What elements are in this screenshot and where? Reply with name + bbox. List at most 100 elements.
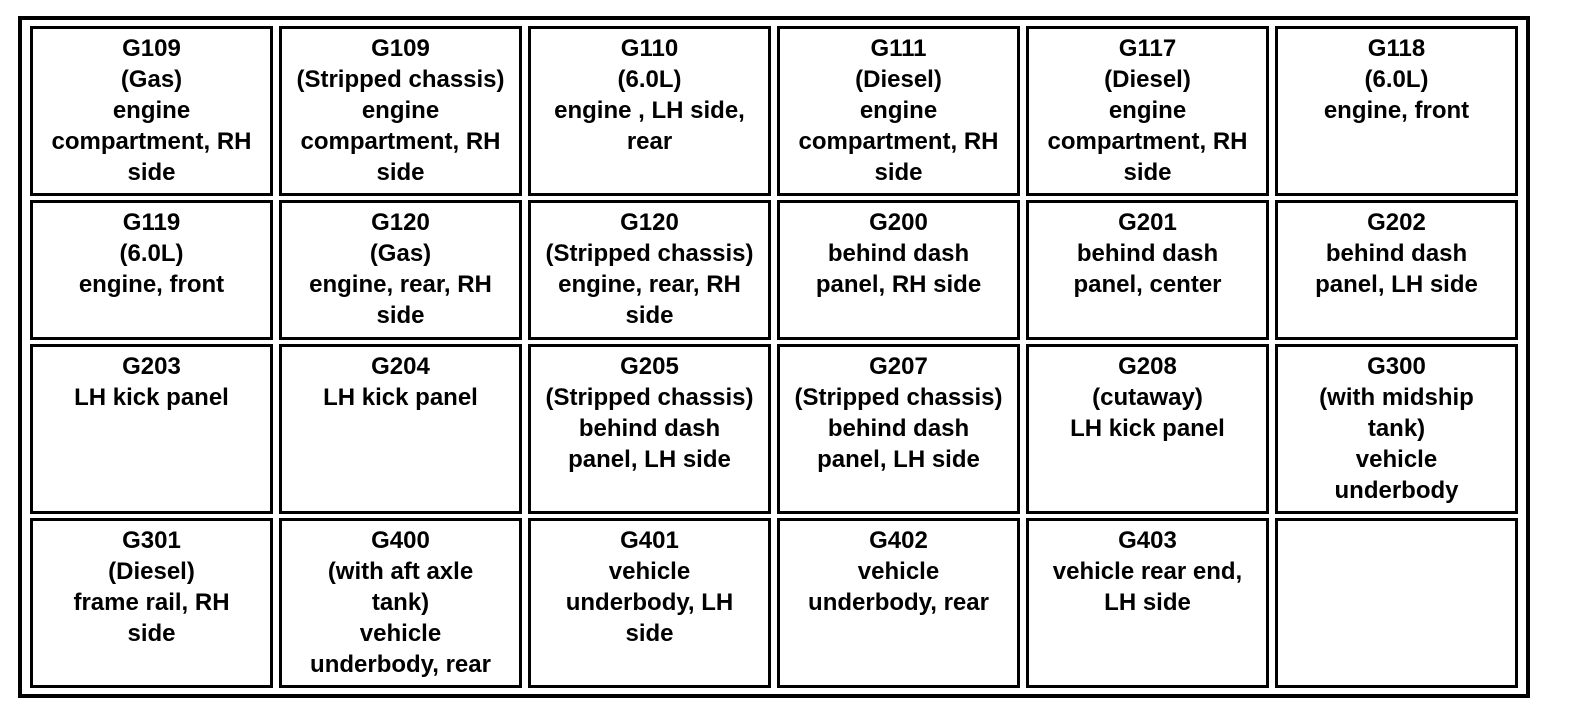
ground-location-text: LH kick panel <box>1070 414 1225 442</box>
ground-id: G120 <box>371 209 430 237</box>
ground-location-text: behind dash <box>827 240 970 268</box>
ground-location-text: panel, LH side <box>1315 271 1478 299</box>
ground-location-text: behind dash <box>1325 240 1468 268</box>
ground-location-cell: G203 LH kick panel <box>30 343 273 514</box>
ground-id: G403 <box>1118 526 1177 554</box>
ground-location-text: (cutaway) <box>1092 383 1203 411</box>
ground-location-text: underbody <box>1334 476 1459 504</box>
ground-location-text: behind dash <box>827 414 970 442</box>
ground-location-text: (Stripped chassis) <box>296 66 505 93</box>
ground-location-text: side <box>376 302 425 330</box>
ground-location-text: engine <box>361 97 440 124</box>
ground-location-text: underbody, LH <box>565 588 734 616</box>
ground-location-text: engine <box>112 97 191 124</box>
table-row: G301 (Diesel) frame rail, RH side G400 (with … <box>30 517 1518 688</box>
ground-location-text: engine, rear, RH <box>309 271 492 299</box>
ground-location-text: panel, LH side <box>568 445 731 473</box>
ground-location-text: (6.0L) <box>617 66 682 93</box>
ground-location-text: vehicle <box>608 557 691 585</box>
ground-location-text: side <box>1123 159 1172 186</box>
ground-location-cell: G120 (Stripped chassis) engine, rear, RH si… <box>528 200 771 340</box>
ground-location-cell: G207 (Stripped chassis) behind dash panel, … <box>777 343 1020 514</box>
ground-location-text: tank) <box>1367 414 1426 442</box>
ground-location-text: LH kick panel <box>74 383 229 411</box>
ground-location-text: (Stripped chassis) <box>794 383 1003 411</box>
ground-location-text: vehicle <box>1355 445 1438 473</box>
ground-location-text: compartment, RH <box>798 128 999 155</box>
ground-location-text: compartment, RH <box>300 128 501 155</box>
ground-location-cell: G205 (Stripped chassis) behind dash panel, … <box>528 343 771 514</box>
ground-location-text: engine <box>859 97 938 124</box>
ground-location-cell: G200 behind dash panel, RH side <box>777 200 1020 340</box>
ground-location-text: side <box>376 159 425 186</box>
ground-id: G203 <box>122 352 181 380</box>
ground-id: G207 <box>869 352 928 380</box>
ground-location-text: panel, LH side <box>817 445 980 473</box>
ground-id: G117 <box>1118 35 1177 62</box>
ground-location-text: behind dash <box>578 414 721 442</box>
ground-location-text: vehicle rear end, <box>1052 557 1243 585</box>
ground-id: G208 <box>1118 352 1177 380</box>
ground-location-text: LH kick panel <box>323 383 478 411</box>
ground-id: G119 <box>122 209 181 237</box>
ground-location-cell: G208 (cutaway) LH kick panel <box>1026 343 1269 514</box>
ground-location-text: engine <box>1108 97 1187 124</box>
ground-location-text: side <box>625 302 674 330</box>
ground-id: G201 <box>1118 209 1177 237</box>
ground-location-cell: G119 (6.0L) engine, front <box>30 200 273 340</box>
ground-id: G111 <box>870 35 927 62</box>
ground-location-text: rear <box>626 128 673 155</box>
ground-id: G204 <box>371 352 430 380</box>
ground-location-text: (Stripped chassis) <box>545 240 754 268</box>
ground-id: G200 <box>869 209 928 237</box>
ground-location-text: behind dash <box>1076 240 1219 268</box>
ground-id: G400 <box>371 526 430 554</box>
ground-location-text: side <box>127 159 176 186</box>
ground-location-text: engine, rear, RH <box>558 271 741 299</box>
ground-location-text: compartment, RH <box>1047 128 1248 155</box>
ground-location-cell: G400 (with aft axle tank) vehicle underbody,… <box>279 517 522 688</box>
ground-location-text: engine , LH side, <box>554 97 745 124</box>
ground-location-text: vehicle <box>359 619 442 647</box>
ground-id: G205 <box>620 352 679 380</box>
ground-id: G402 <box>869 526 928 554</box>
ground-id: G118 <box>1367 35 1426 62</box>
ground-location-text: engine, front <box>78 271 225 299</box>
ground-location-cell: G117 (Diesel) engine compartment, RH side <box>1026 26 1269 197</box>
ground-location-text: (with aft axle <box>327 557 474 585</box>
ground-location-cell: G401 vehicle underbody, LH side <box>528 517 771 688</box>
ground-id: G401 <box>620 526 679 554</box>
ground-id: G120 <box>620 209 679 237</box>
ground-location-text: (6.0L) <box>119 240 184 268</box>
empty-cell <box>1275 517 1518 688</box>
ground-location-text: vehicle <box>857 557 940 585</box>
ground-location-text: (Diesel) <box>1104 66 1191 93</box>
ground-id: G301 <box>122 526 181 554</box>
ground-location-text: LH side <box>1104 588 1191 616</box>
ground-id: G300 <box>1367 352 1426 380</box>
ground-location-text: compartment, RH <box>51 128 252 155</box>
ground-location-text: (6.0L) <box>1364 66 1429 93</box>
ground-location-text: side <box>625 619 674 647</box>
ground-location-text: engine, front <box>1323 97 1470 124</box>
ground-id: G109 <box>371 35 430 62</box>
ground-location-text: (Stripped chassis) <box>545 383 754 411</box>
ground-location-text: frame rail, RH <box>73 588 230 616</box>
ground-location-text: side <box>874 159 923 186</box>
ground-location-text: (Gas) <box>120 66 183 93</box>
ground-location-text: (Diesel) <box>108 557 195 585</box>
ground-location-text: tank) <box>371 588 430 616</box>
ground-location-cell: G110(6.0L)engine , LH side,rear <box>528 26 771 197</box>
ground-location-text: underbody, rear <box>310 650 491 678</box>
ground-location-text: (Diesel) <box>855 66 942 93</box>
ground-location-text: panel, RH side <box>815 271 982 299</box>
